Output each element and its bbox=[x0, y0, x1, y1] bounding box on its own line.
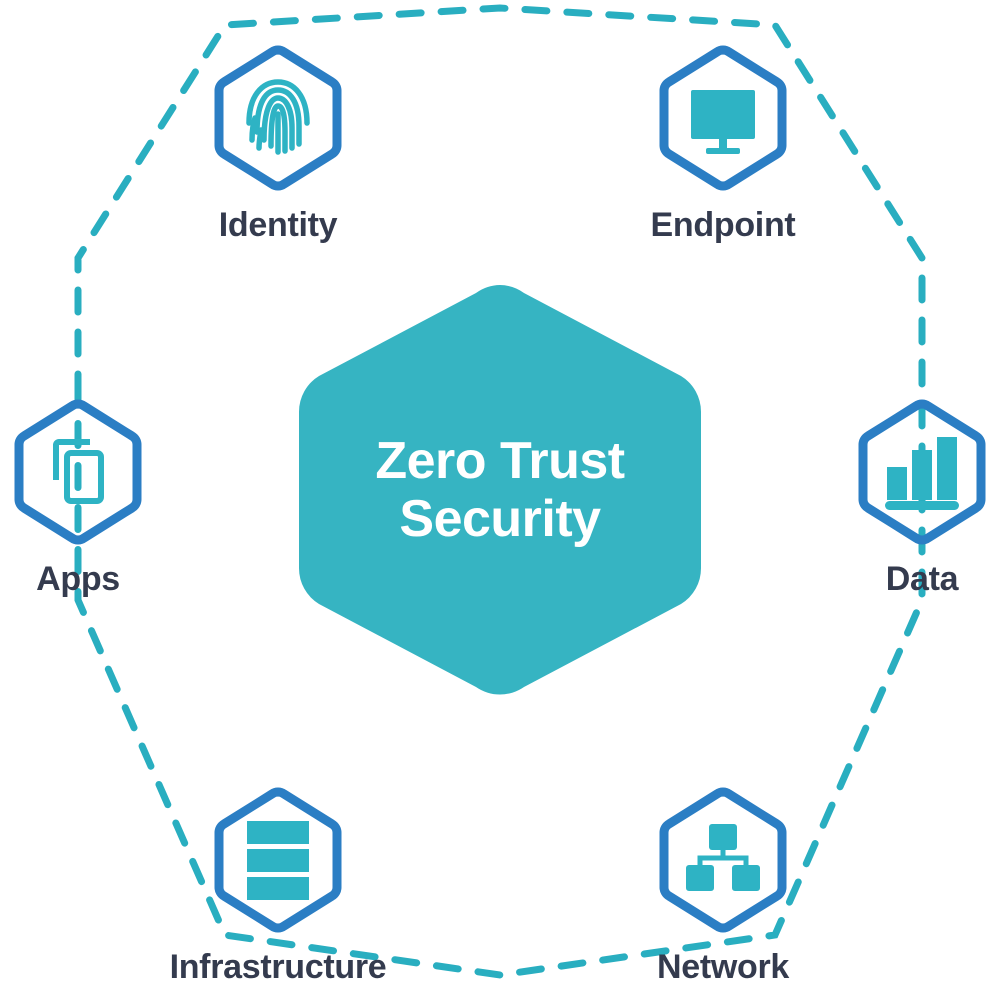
app-windows-icon bbox=[53, 439, 104, 504]
pillar-node-identity[interactable]: Identity bbox=[219, 50, 338, 244]
connector-ring bbox=[74, 4, 926, 979]
bar-chart-icon bbox=[885, 437, 959, 510]
server-stack-notches bbox=[247, 844, 309, 877]
fingerprint-icon bbox=[246, 79, 310, 155]
network-tree-icon bbox=[686, 824, 760, 891]
pillar-node-endpoint[interactable]: Endpoint bbox=[651, 50, 796, 244]
pillar-node-network[interactable]: Network bbox=[657, 792, 790, 986]
server-stack-icon bbox=[247, 821, 309, 900]
pillar-label-data: Data bbox=[886, 560, 960, 598]
pillar-node-apps[interactable]: Apps bbox=[19, 404, 137, 598]
pillar-node-data[interactable]: Data bbox=[863, 404, 981, 598]
center-title-line1: Zero Trust bbox=[375, 432, 624, 490]
pillar-label-infrastructure: Infrastructure bbox=[170, 948, 387, 986]
pillar-label-endpoint: Endpoint bbox=[651, 206, 796, 244]
pillar-label-apps: Apps bbox=[36, 560, 120, 598]
pillar-node-infrastructure[interactable]: Infrastructure bbox=[170, 792, 387, 986]
monitor-icon bbox=[691, 90, 755, 154]
center-title-line2: Security bbox=[399, 490, 601, 548]
connector-path bbox=[74, 4, 926, 979]
pillar-label-network: Network bbox=[657, 948, 789, 986]
pillar-label-identity: Identity bbox=[219, 206, 338, 244]
center-node: Zero Trust Security bbox=[298, 285, 702, 695]
center-hexagon-shape bbox=[298, 285, 702, 695]
